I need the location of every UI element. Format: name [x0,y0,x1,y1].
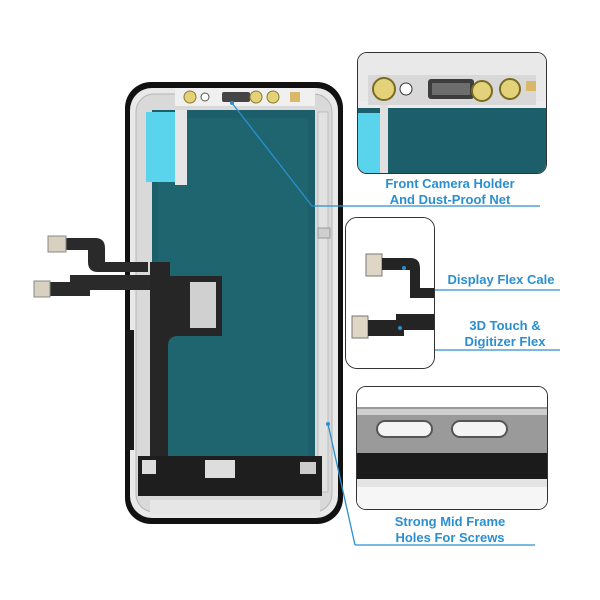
label-display-flex: Display Flex Cale [436,272,566,288]
touch-flex-cable [36,275,160,296]
label-camera-holder: Front Camera Holder And Dust-Proof Net [360,176,540,208]
display-flex-connector [47,235,67,253]
label-display-flex-text: Display Flex Cale [447,272,555,287]
stiffener-plate [190,282,216,328]
inset-flex-cables [345,217,435,369]
label-mid-frame: Strong Mid Frame Holes For Screws [360,514,540,546]
camera-line-diag [231,102,313,207]
camera-pointer-dot [230,101,234,105]
small-pad [290,92,300,102]
mid-frame-closeup [357,387,547,509]
sensor-hole [200,92,210,102]
frame-line-diag [327,423,356,546]
inset-camera-holder [357,52,547,174]
bottom-frame [150,500,320,514]
left-rail-detail [126,330,134,450]
label-camera-line1: Front Camera Holder [385,176,515,191]
label-frame-line2: Holes For Screws [395,530,505,545]
rail-clip [317,227,331,239]
camera-bracket [222,92,250,102]
bottom-chip [205,460,235,478]
label-camera-line2: And Dust-Proof Net [389,192,511,207]
inset-mid-frame [356,386,548,510]
right-rail [317,111,329,493]
camera-holder-closeup [358,53,546,173]
display-flex-cable [48,238,148,272]
tape-edge [175,110,187,185]
label-touch-flex-line2: Digitizer Flex [464,334,546,349]
label-frame-line1: Strong Mid Frame [394,514,506,529]
flex-cables-closeup [346,218,434,368]
callout-lines [231,102,560,546]
camera-ring-2 [249,90,263,104]
camera-ring-3 [266,90,280,104]
label-touch-flex: 3D Touch & Digitizer Flex [440,318,570,350]
bottom-pad-2 [300,462,316,474]
touch-flex-connector [33,280,51,298]
camera-ring-1 [183,90,197,104]
label-touch-flex-line1: 3D Touch & [469,318,541,333]
bottom-pad [142,460,156,474]
frame-pointer-dot [326,422,330,426]
